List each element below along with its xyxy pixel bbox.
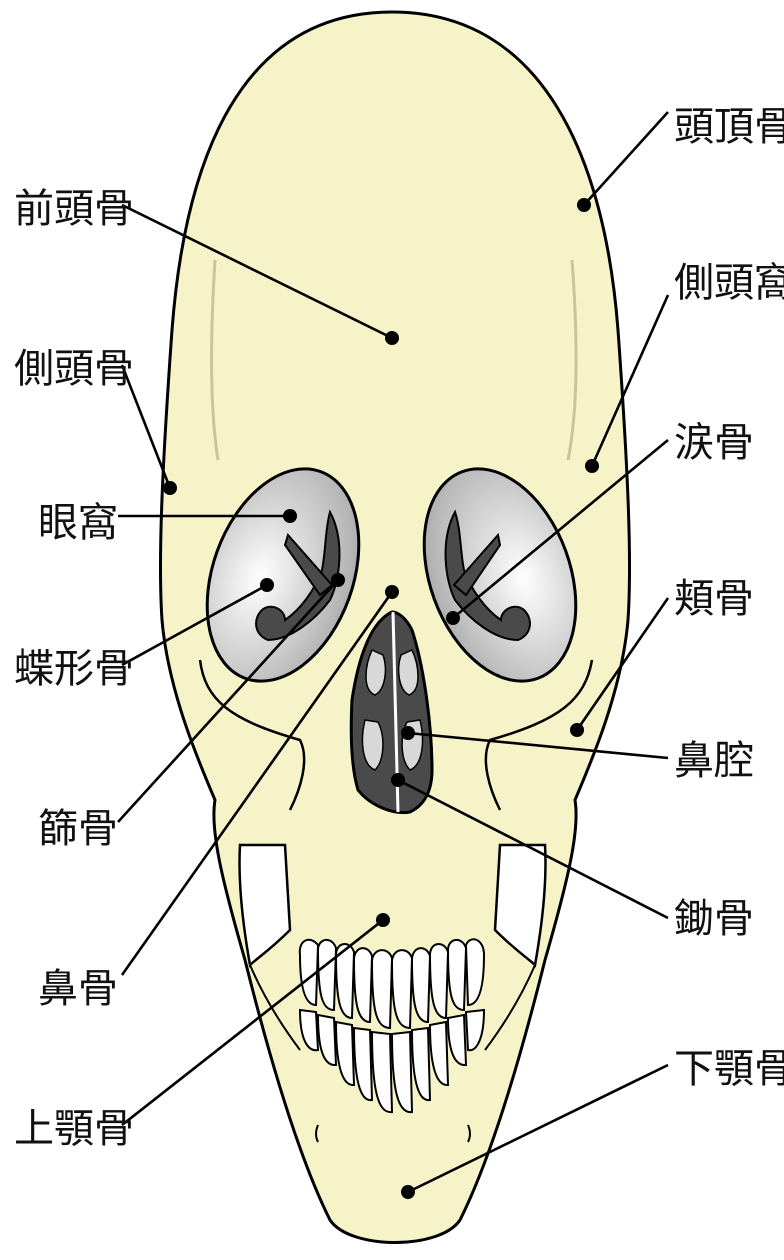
dot-frontal [385,331,399,345]
label-temporal-fossa: 側頭窩 [674,260,784,306]
label-sphenoid: 蝶形骨 [14,646,134,692]
label-mandible: 下顎骨 [674,1046,784,1092]
label-vomer: 鋤骨 [674,896,754,942]
dot-nasal-cavity [401,726,415,740]
dot-maxilla [376,913,390,927]
dot-orbit [283,509,297,523]
label-orbit: 眼窩 [38,500,118,546]
label-parietal: 頭頂骨 [674,104,784,150]
dot-mandible [401,1185,415,1199]
label-maxilla: 上顎骨 [14,1106,134,1152]
label-nasal: 鼻骨 [38,966,118,1012]
dot-temporal [163,481,177,495]
dot-nasal [385,585,399,599]
label-temporal: 側頭骨 [14,346,134,392]
label-nasal-cavity: 鼻腔 [674,738,754,784]
dot-parietal [577,198,591,212]
label-zygomatic: 頬骨 [674,576,754,622]
dot-sphenoid [260,578,274,592]
label-ethmoid: 篩骨 [38,806,118,852]
leader-parietal [584,112,668,205]
dot-temporal-fossa [585,459,599,473]
dot-ethmoid [331,573,345,587]
dot-lacrimal [446,611,460,625]
label-frontal: 前頭骨 [14,186,134,232]
dot-vomer [391,773,405,787]
dot-zygomatic [570,723,584,737]
label-lacrimal: 涙骨 [674,420,754,466]
